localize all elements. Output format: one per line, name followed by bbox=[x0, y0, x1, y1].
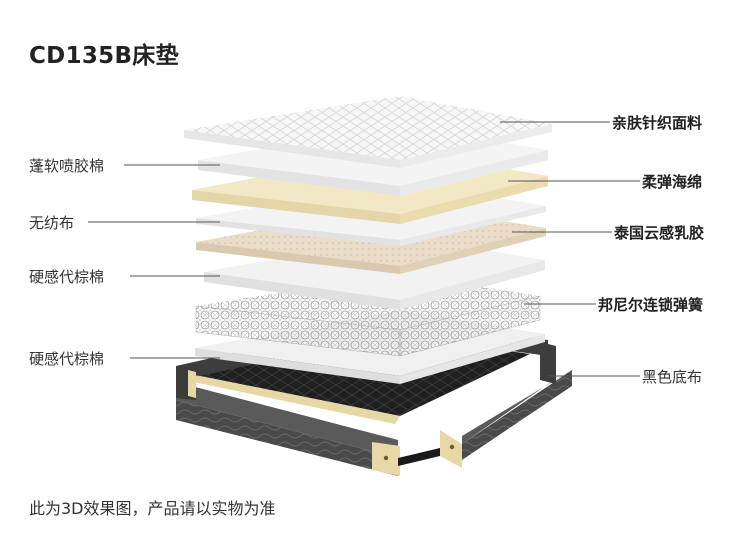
frame-front-left bbox=[176, 400, 398, 476]
label-left-1: 蓬软喷胶棉 bbox=[29, 157, 105, 175]
label-right-1: 亲肤针织面料 bbox=[612, 114, 703, 132]
label-right-5: 黑色底布 bbox=[642, 368, 703, 386]
label-left-4: 硬感代棕棉 bbox=[29, 350, 105, 368]
label-left-3: 硬感代棕棉 bbox=[29, 268, 105, 286]
label-left-2: 无纺布 bbox=[29, 214, 75, 232]
label-right-3: 泰国云感乳胶 bbox=[614, 224, 705, 242]
label-right-4: 邦尼尔连锁弹簧 bbox=[598, 296, 704, 314]
frame-front-right bbox=[462, 370, 572, 460]
page-title: CD135B床垫 bbox=[29, 43, 179, 69]
leader-lines bbox=[88, 121, 640, 377]
footer-note: 此为3D效果图，产品请以实物为准 bbox=[29, 499, 276, 518]
layer-knit-fabric bbox=[184, 96, 552, 168]
label-right-2: 柔弹海绵 bbox=[642, 173, 703, 191]
